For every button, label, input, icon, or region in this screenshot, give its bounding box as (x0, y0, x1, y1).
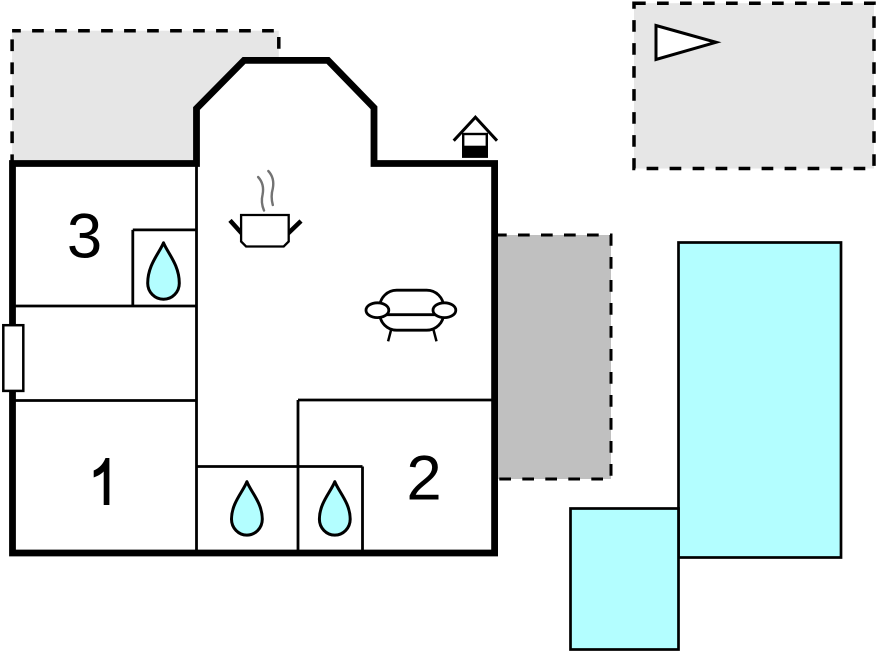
svg-text:3: 3 (67, 202, 102, 272)
svg-text:2: 2 (406, 444, 441, 514)
